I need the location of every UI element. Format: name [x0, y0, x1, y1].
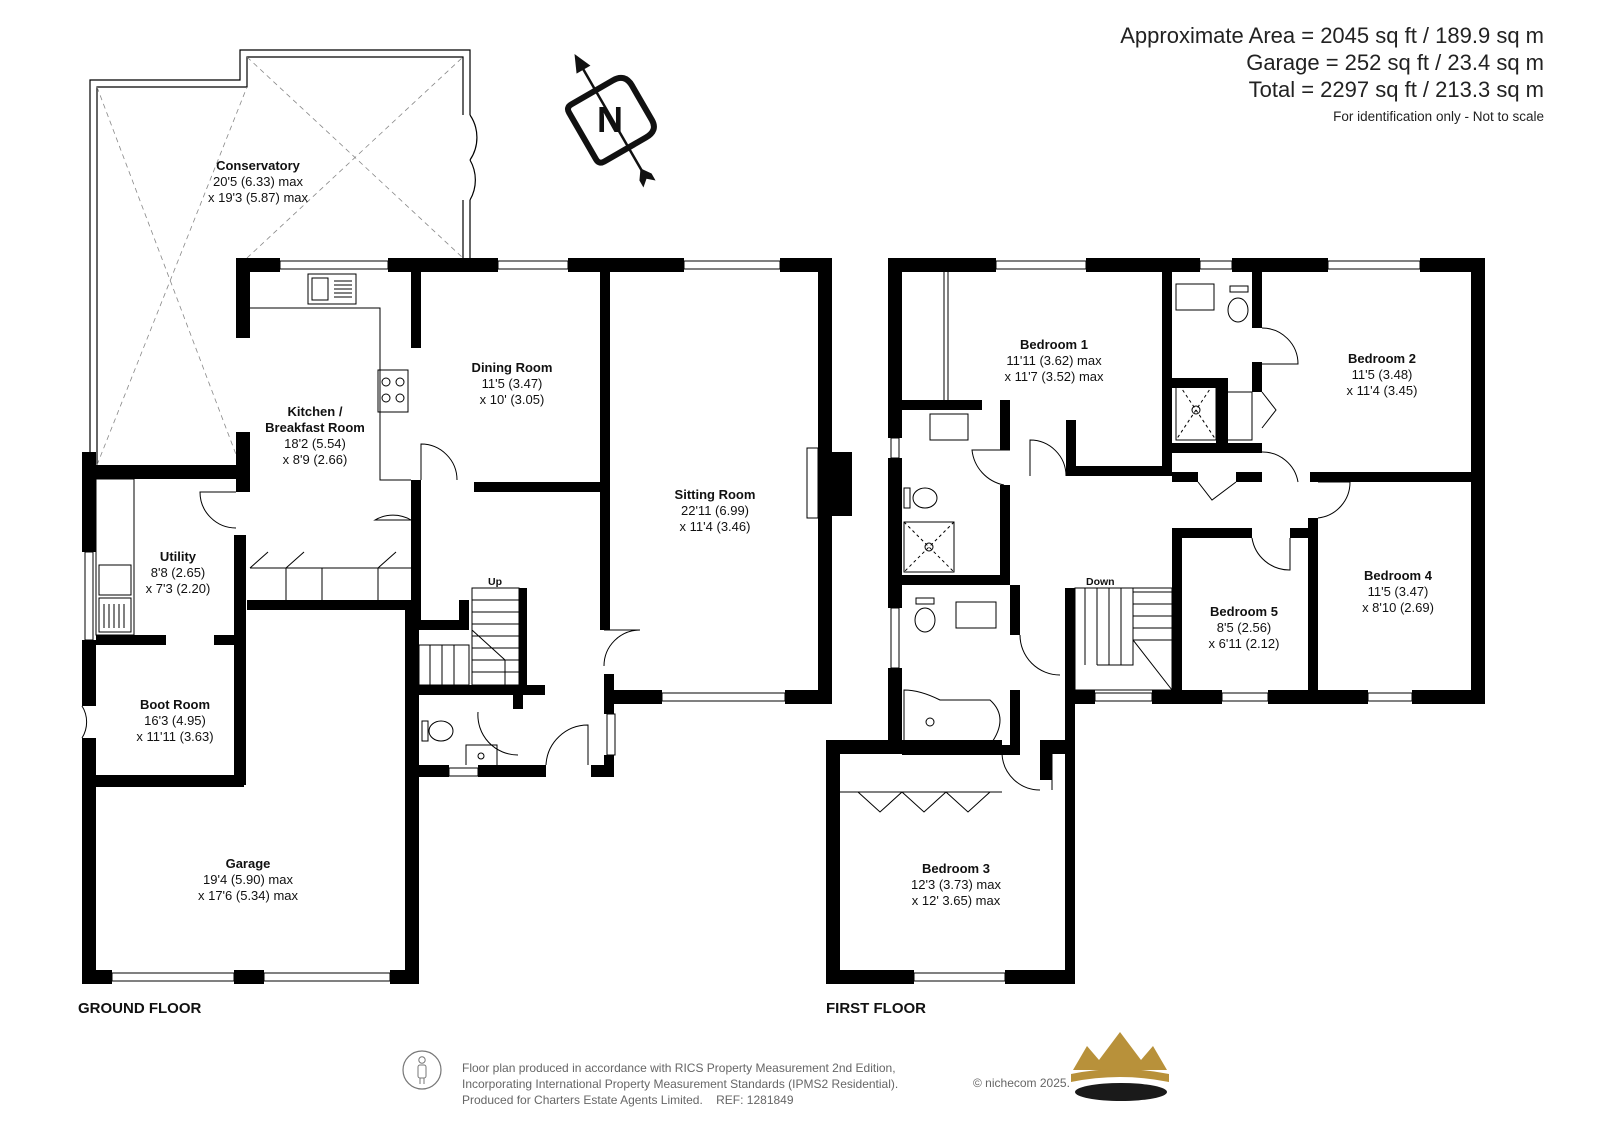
copyright-text: © nichecom 2025. [973, 1076, 1070, 1090]
ground-floor-label: GROUND FLOOR [78, 1000, 202, 1017]
crown-logo-icon [1071, 1032, 1169, 1101]
room-bedroom-3: Bedroom 3 12'3 (3.73) max x 12' 3.65) ma… [911, 861, 1001, 908]
room-bedroom-2: Bedroom 2 11'5 (3.48) x 11'4 (3.45) [1346, 351, 1418, 398]
ground-stairs [418, 587, 520, 686]
utility-fixtures [95, 478, 135, 636]
footer-disclaimer: Floor plan produced in accordance with R… [462, 1061, 899, 1107]
north-arrow-icon [564, 54, 657, 188]
total-area: Total = 2297 sq ft / 213.3 sq m [1248, 77, 1544, 102]
room-bedroom-5: Bedroom 5 8'5 (2.56) x 6'11 (2.12) [1208, 604, 1280, 651]
first-stairs [1074, 587, 1173, 691]
approximate-area: Approximate Area = 2045 sq ft / 189.9 sq… [1120, 23, 1544, 48]
first-floor-fixtures [840, 272, 1253, 813]
kitchen-sink-drainer [334, 280, 352, 298]
conservatory-outline [89, 49, 478, 466]
person-scale-icon [402, 1050, 442, 1090]
identification-note: For identification only - Not to scale [1333, 109, 1544, 124]
stairs-down-label: Down [1086, 576, 1115, 588]
room-garage: Garage 19'4 (5.90) max x 17'6 (5.34) max [197, 856, 299, 903]
ground-wc-fixtures [421, 720, 498, 765]
room-utility: Utility 8'8 (2.65) x 7'3 (2.20) [145, 549, 211, 596]
first-floor-windows [890, 260, 1421, 982]
room-conservatory: Conservatory 20'5 (6.33) max x 19'3 (5.8… [207, 158, 309, 205]
first-floor-doors [971, 327, 1351, 791]
room-bedroom-4: Bedroom 4 11'5 (3.47) x 8'10 (2.69) [1362, 568, 1434, 615]
garage-area: Garage = 252 sq ft / 23.4 sq m [1246, 50, 1544, 75]
stairs-up-label: Up [488, 576, 502, 588]
room-sitting: Sitting Room 22'11 (6.99) x 11'4 (3.46) [674, 487, 756, 534]
room-boot: Boot Room 16'3 (4.95) x 11'11 (3.63) [136, 697, 214, 744]
first-floor-plan [826, 258, 1485, 984]
ground-floor-walls [82, 258, 852, 984]
first-floor-walls [826, 258, 1485, 984]
area-summary: Approximate Area = 2045 sq ft / 189.9 sq… [1120, 22, 1544, 124]
ground-floor-doors [81, 443, 641, 766]
room-kitchen-breakfast: Kitchen / Breakfast Room 18'2 (5.54) x 8… [265, 404, 365, 467]
room-bedroom-1: Bedroom 1 11'11 (3.62) max x 11'7 (3.52)… [1004, 337, 1104, 384]
ground-floor-plan [81, 49, 852, 984]
first-floor-label: FIRST FLOOR [826, 1000, 926, 1017]
room-dining: Dining Room 11'5 (3.47) x 10' (3.05) [471, 360, 553, 407]
compass-letter: N [597, 99, 623, 140]
kitchen-fixtures [249, 273, 411, 600]
ground-floor-windows [84, 260, 819, 982]
